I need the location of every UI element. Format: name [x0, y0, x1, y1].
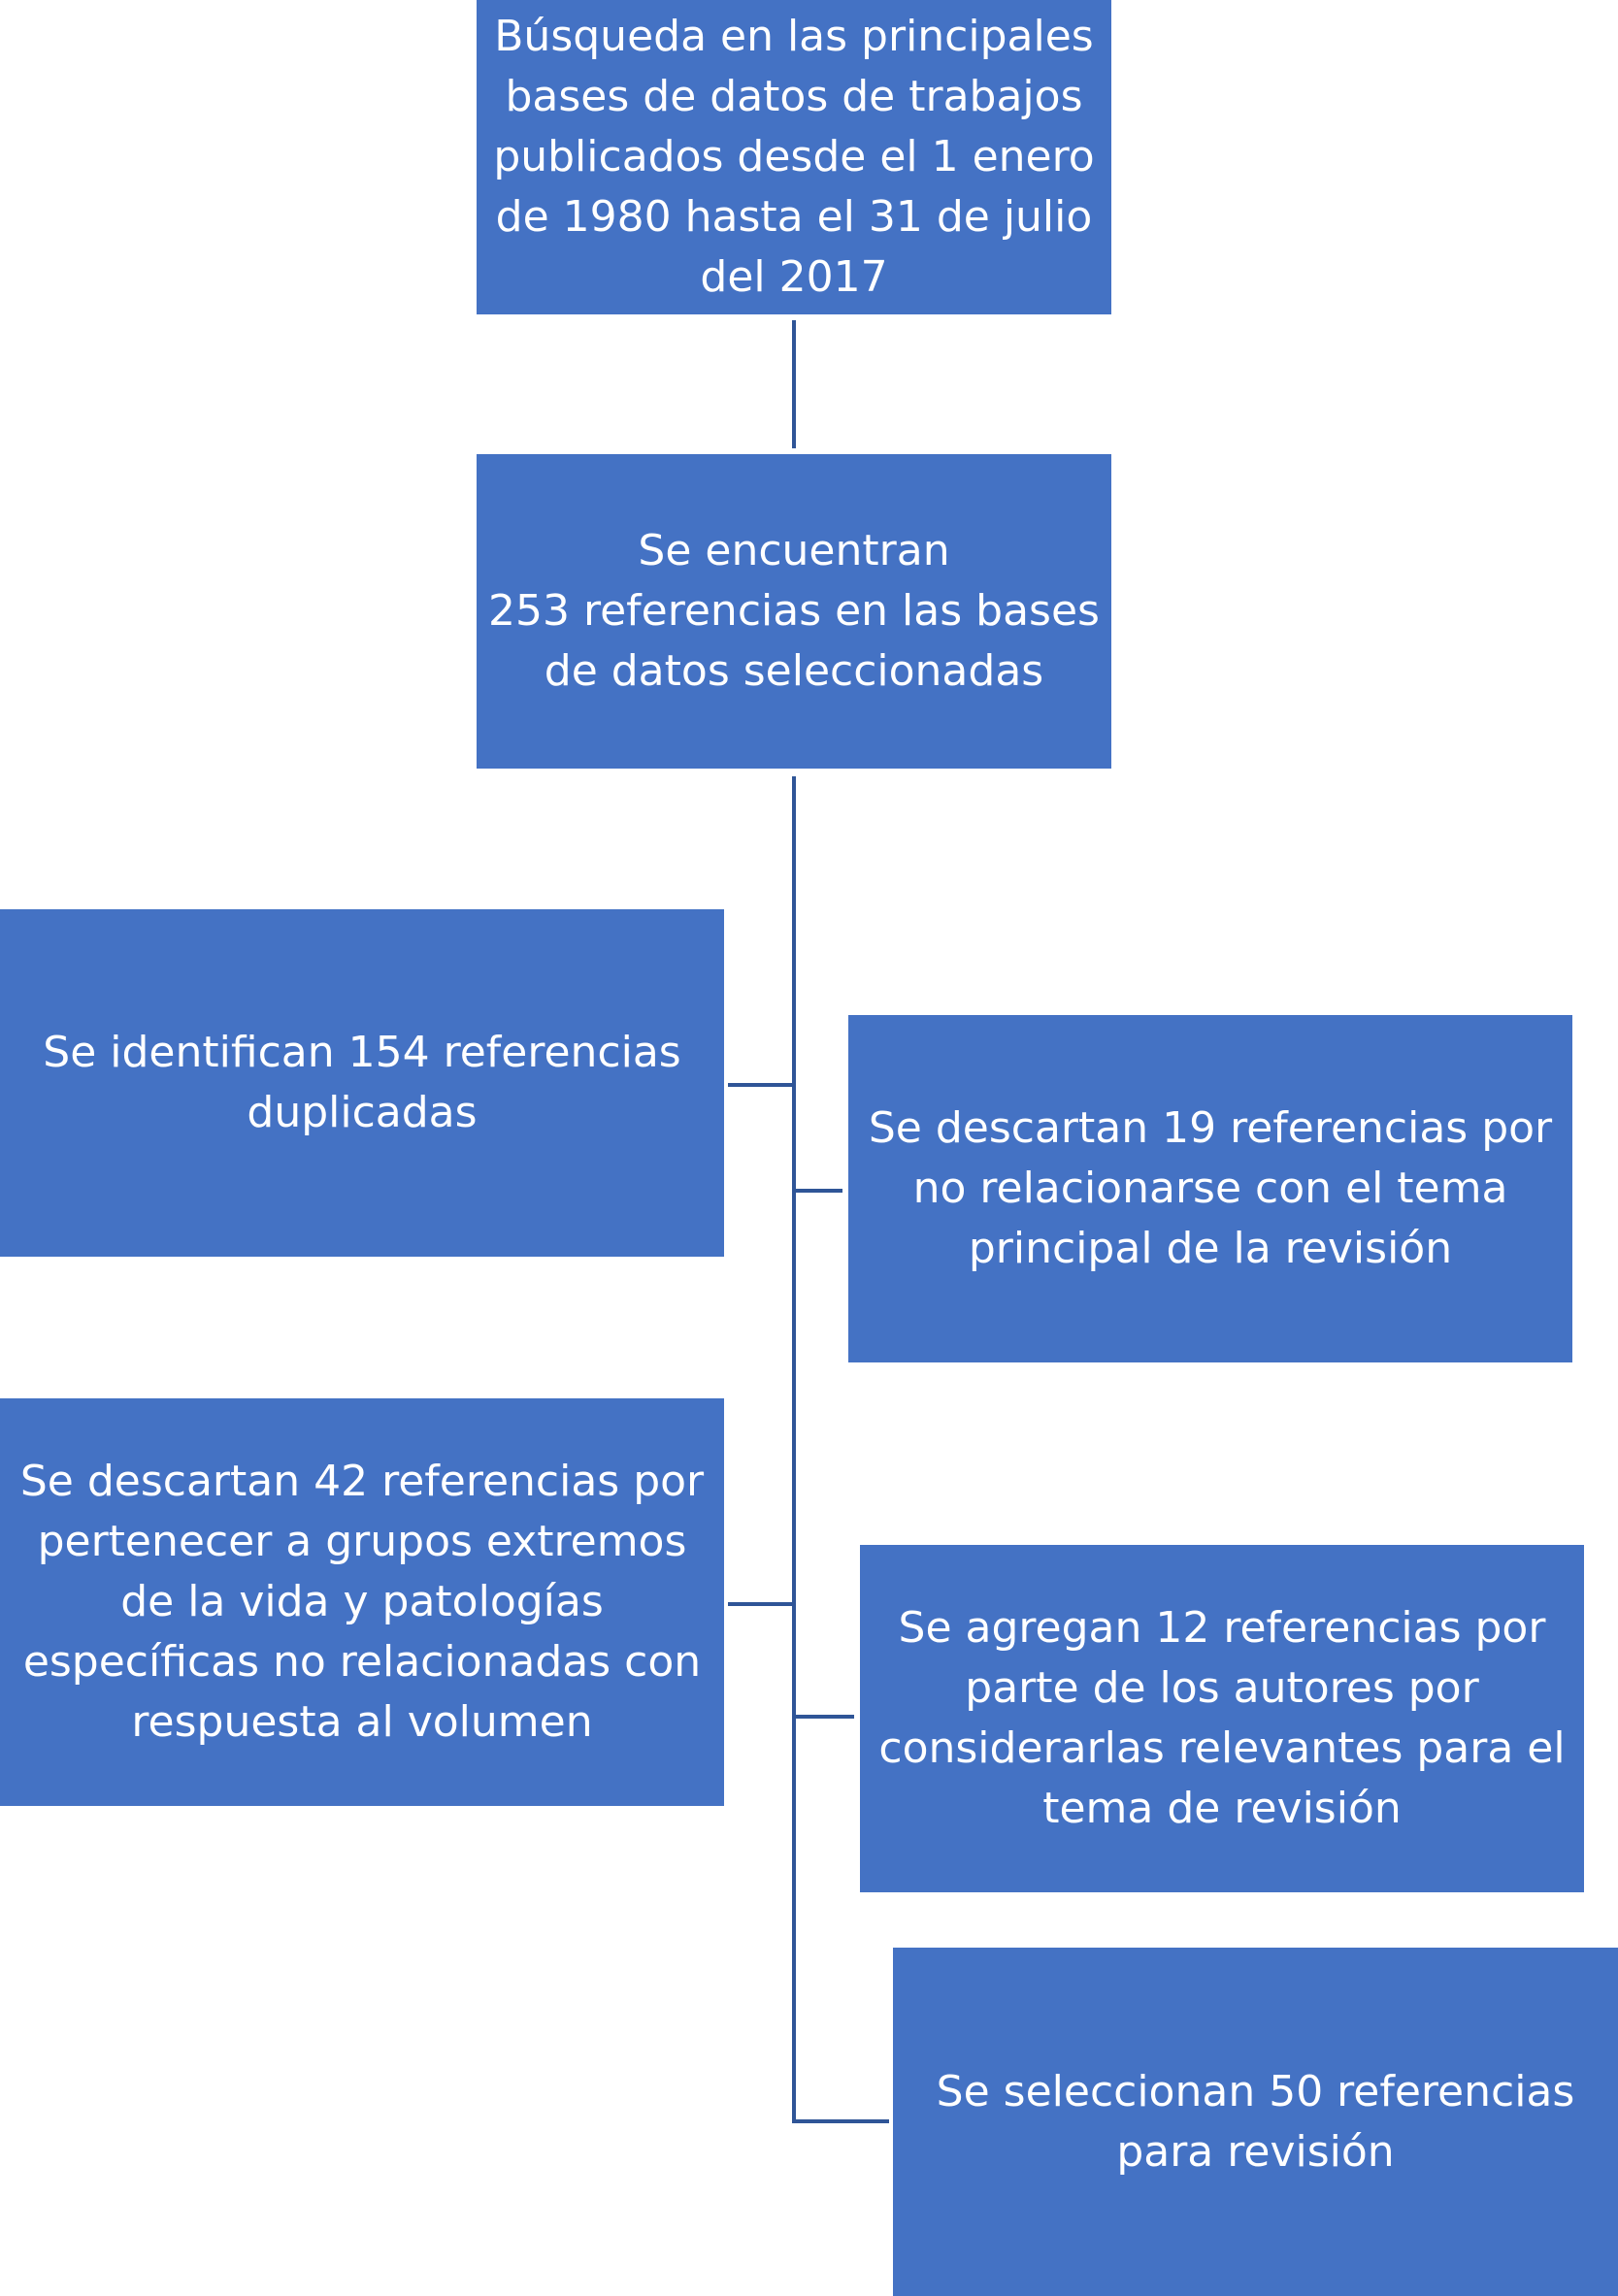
added-line-4: tema de revisión	[1042, 1784, 1402, 1833]
search-line-5: del 2017	[700, 252, 888, 302]
discard-topic-line-3: principal de la revisión	[968, 1224, 1453, 1273]
discard-topic-box: Se descartan 19 referencias por no relac…	[848, 1015, 1572, 1362]
connector-search-to-found	[792, 320, 796, 448]
search-line-4: de 1980 hasta el 31 de julio	[495, 192, 1093, 242]
added-references-box: Se agregan 12 referencias por parte de l…	[860, 1545, 1584, 1892]
discard-groups-line-3: de la vida y patologías	[120, 1577, 604, 1626]
selected-references-box: Se seleccionan 50 referencias para revis…	[893, 1948, 1618, 2296]
branch-discard-topic	[794, 1189, 842, 1193]
found-line-2: 253 referencias en las bases	[488, 586, 1100, 636]
found-line-3: de datos seleccionadas	[544, 646, 1044, 696]
duplicates-line-2: duplicadas	[247, 1088, 478, 1137]
discard-groups-line-2: pertenecer a grupos extremos	[37, 1517, 687, 1566]
discard-groups-line-1: Se descartan 42 referencias por	[19, 1457, 705, 1506]
discard-topic-line-1: Se descartan 19 referencias por	[868, 1103, 1553, 1153]
duplicates-line-1: Se identifican 154 referencias	[43, 1028, 681, 1077]
found-line-1: Se encuentran	[638, 526, 950, 575]
branch-added	[794, 1715, 854, 1719]
search-line-1: Búsqueda en las principales	[494, 12, 1094, 61]
branch-duplicates	[728, 1083, 794, 1087]
discard-groups-line-5: respuesta al volumen	[131, 1697, 593, 1747]
branch-discard-groups	[728, 1602, 794, 1606]
discard-groups-box: Se descartan 42 referencias por pertenec…	[0, 1398, 724, 1806]
discard-topic-line-2: no relacionarse con el tema	[912, 1164, 1508, 1213]
branch-selected	[794, 2119, 889, 2123]
duplicates-box: Se identifican 154 referencias duplicada…	[0, 909, 724, 1257]
selected-line-2: para revisión	[1116, 2126, 1395, 2177]
added-line-3: considerarlas relevantes para el	[878, 1723, 1566, 1773]
added-line-1: Se agregan 12 referencias por	[898, 1603, 1546, 1653]
references-found-box: Se encuentran 253 referencias en las bas…	[477, 454, 1111, 769]
search-criteria-box: Búsqueda en las principales bases de dat…	[477, 0, 1111, 314]
search-line-2: bases de datos de trabajos	[505, 72, 1083, 121]
added-line-2: parte de los autores por	[965, 1663, 1479, 1713]
discard-groups-line-4: específicas no relacionadas con	[22, 1637, 702, 1687]
selected-line-1: Se seleccionan 50 referencias	[936, 2066, 1575, 2116]
main-trunk-connector	[792, 776, 796, 2123]
search-line-3: publicados desde el 1 enero	[493, 132, 1095, 181]
